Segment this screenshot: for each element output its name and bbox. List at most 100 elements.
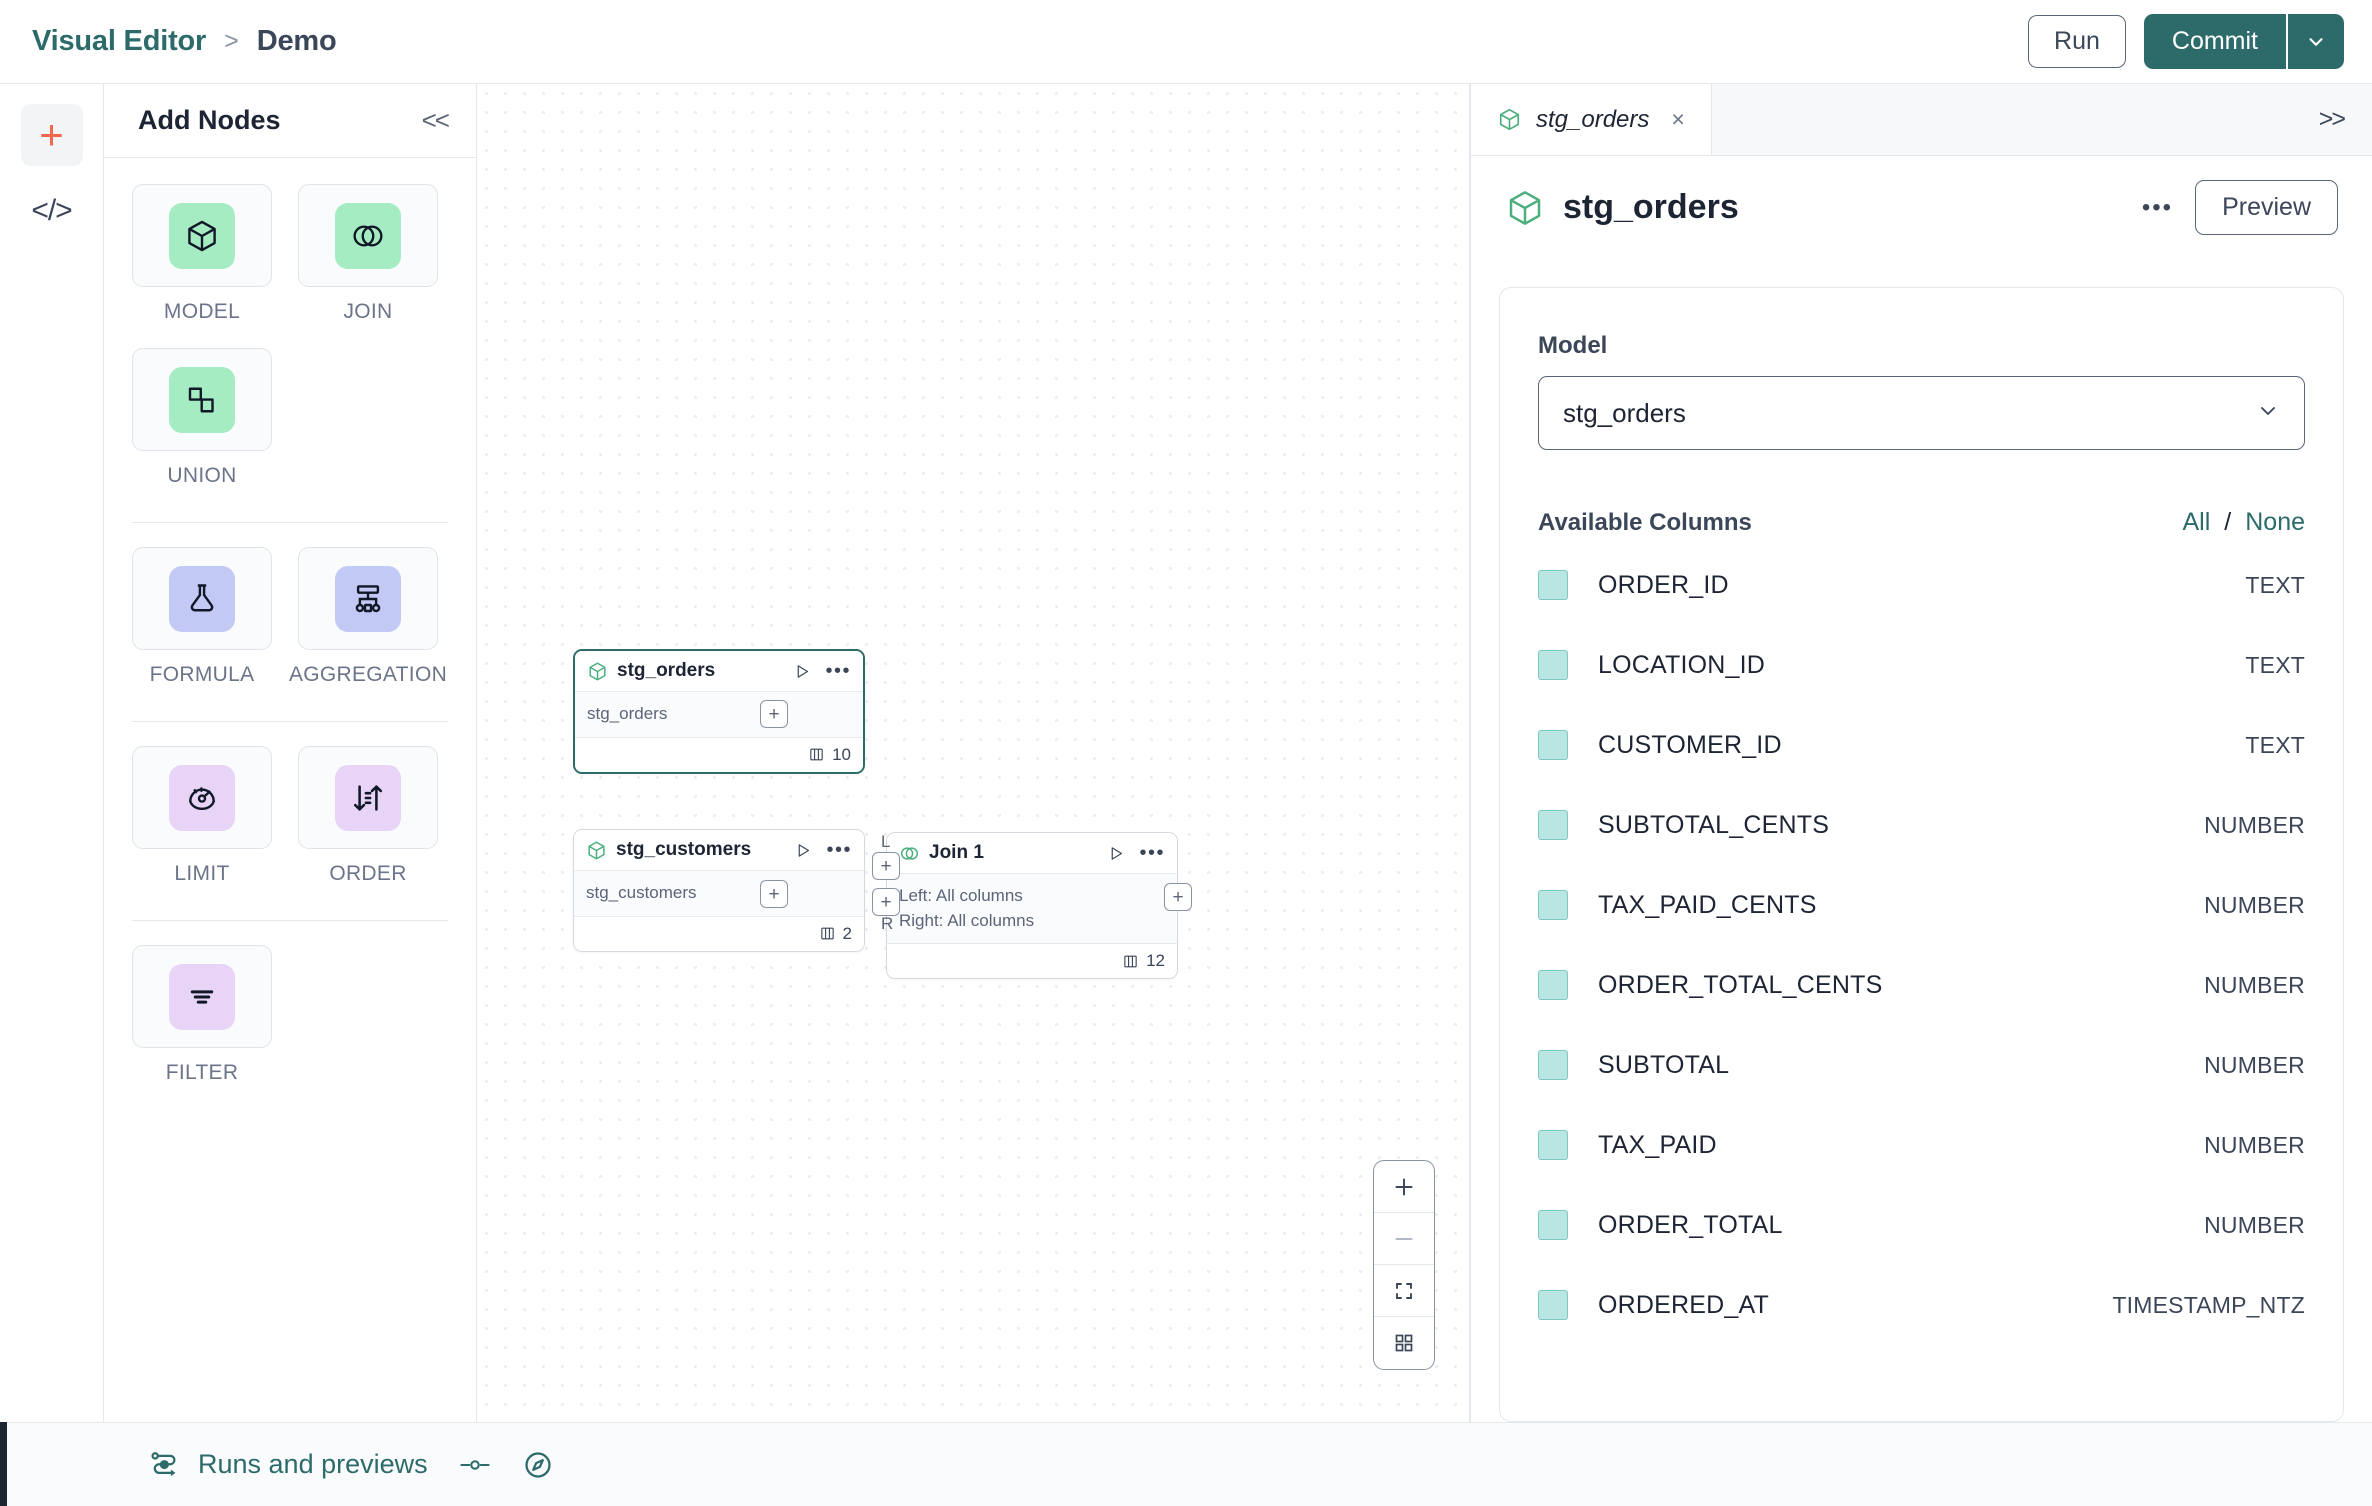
flow-canvas[interactable]: stg_orders ••• stg_orders 10 — [477, 84, 1470, 1422]
zoom-out-button[interactable] — [1374, 1213, 1434, 1265]
columns-icon — [820, 927, 834, 940]
slider-icon[interactable] — [458, 1452, 492, 1478]
output-port-join-1[interactable]: + — [1164, 883, 1192, 911]
column-row[interactable]: ORDER_TOTAL_CENTS NUMBER — [1538, 945, 2305, 1025]
column-row[interactable]: ORDER_TOTAL NUMBER — [1538, 1185, 2305, 1265]
column-checkbox[interactable] — [1538, 1290, 1568, 1320]
panel-tab-label: stg_orders — [1536, 105, 1650, 133]
node-title: stg_customers — [616, 839, 752, 860]
node-chip — [335, 202, 401, 269]
column-checkbox[interactable] — [1538, 1050, 1568, 1080]
select-all-link[interactable]: All — [2182, 508, 2211, 536]
node-run-button[interactable] — [795, 842, 812, 859]
plus-icon: + — [39, 111, 64, 158]
panel-tab-stg-orders[interactable]: stg_orders × — [1471, 84, 1712, 155]
node-menu-button[interactable]: ••• — [826, 839, 852, 861]
add-nodes-header: Add Nodes << — [104, 84, 476, 158]
column-checkbox[interactable] — [1538, 1130, 1568, 1160]
commit-dropdown-button[interactable] — [2286, 14, 2344, 69]
node-header: Join 1 ••• — [887, 833, 1177, 874]
zoom-in-button[interactable] — [1374, 1161, 1434, 1213]
column-name: ORDER_TOTAL — [1598, 1210, 1783, 1239]
column-type: TIMESTAMP_NTZ — [2112, 1291, 2305, 1318]
column-checkbox[interactable] — [1538, 570, 1568, 600]
column-type: NUMBER — [2204, 891, 2305, 918]
node-run-button[interactable] — [1108, 845, 1125, 862]
commit-button[interactable]: Commit — [2143, 14, 2286, 69]
compass-icon[interactable] — [522, 1449, 554, 1481]
node-type-label: ORDER — [329, 862, 407, 885]
node-footer: 12 — [887, 944, 1177, 979]
output-port-stg-customers[interactable]: + — [760, 880, 788, 908]
join-input-port-left[interactable]: + — [872, 852, 900, 880]
column-checkbox[interactable] — [1538, 890, 1568, 920]
rail-code-button[interactable]: </> — [21, 180, 83, 242]
model-config-card: Model stg_orders Available Columns All /… — [1499, 287, 2344, 1422]
node-type-filter[interactable]: FILTER — [132, 945, 272, 1085]
node-type-model[interactable]: MODEL — [132, 184, 272, 324]
column-row[interactable]: ORDERED_AT TIMESTAMP_NTZ — [1538, 1265, 2305, 1345]
main-body: + </> Add Nodes << — [0, 84, 2372, 1422]
close-icon[interactable]: × — [1671, 106, 1685, 132]
available-columns-list: ORDER_ID TEXT LOCATION_ID TEXT CUSTOMER_… — [1538, 545, 2305, 1345]
node-type-formula[interactable]: FORMULA — [132, 547, 272, 687]
fit-view-button[interactable] — [1374, 1265, 1434, 1317]
panel-title-row: stg_orders ••• Preview — [1471, 156, 2372, 235]
breadcrumb-root[interactable]: Visual Editor — [32, 25, 207, 57]
node-type-aggregation[interactable]: AGGREGATION — [289, 547, 447, 687]
minimap-button[interactable] — [1374, 1317, 1434, 1369]
node-column-count: 12 — [1146, 951, 1165, 971]
node-run-button[interactable] — [794, 663, 811, 680]
breadcrumb-leaf[interactable]: Demo — [256, 25, 337, 57]
column-checkbox[interactable] — [1538, 730, 1568, 760]
node-group-filter: FILTER — [132, 945, 448, 1109]
column-checkbox[interactable] — [1538, 970, 1568, 1000]
node-type-order[interactable]: ORDER — [298, 746, 438, 886]
node-header: stg_orders ••• — [575, 651, 863, 692]
collapse-panel-icon[interactable]: << — [421, 105, 450, 135]
node-chip — [169, 366, 235, 433]
join-input-port-right[interactable]: + — [872, 888, 900, 916]
node-type-join[interactable]: JOIN — [298, 184, 438, 324]
column-checkbox[interactable] — [1538, 1210, 1568, 1240]
node-menu-button[interactable]: ••• — [825, 660, 851, 682]
node-type-union[interactable]: UNION — [132, 348, 272, 488]
column-row[interactable]: LOCATION_ID TEXT — [1538, 625, 2305, 705]
node-menu-button[interactable]: ••• — [1139, 842, 1165, 864]
canvas-node-stg-orders[interactable]: stg_orders ••• stg_orders 10 — [573, 649, 865, 774]
column-name: SUBTOTAL — [1598, 1050, 1730, 1079]
node-body: stg_customers — [574, 871, 864, 917]
panel-menu-button[interactable]: ••• — [2141, 193, 2174, 221]
fit-screen-icon — [1396, 1282, 1412, 1299]
column-row[interactable]: TAX_PAID NUMBER — [1538, 1105, 2305, 1185]
runs-and-previews-button[interactable]: Runs and previews — [148, 1449, 428, 1480]
preview-button[interactable]: Preview — [2195, 180, 2338, 235]
column-row[interactable]: TAX_PAID_CENTS NUMBER — [1538, 865, 2305, 945]
rail-add-button[interactable]: + — [20, 104, 83, 166]
model-select[interactable]: stg_orders — [1538, 376, 2305, 450]
tabstrip-spacer — [1712, 84, 2291, 155]
column-checkbox[interactable] — [1538, 810, 1568, 840]
column-type: TEXT — [2245, 731, 2305, 758]
column-row[interactable]: SUBTOTAL NUMBER — [1538, 1025, 2305, 1105]
canvas-node-stg-customers[interactable]: stg_customers ••• stg_customers 2 — [573, 829, 865, 952]
add-nodes-list: MODEL JOIN — [104, 158, 476, 1109]
column-row[interactable]: SUBTOTAL_CENTS NUMBER — [1538, 785, 2305, 865]
select-none-link[interactable]: None — [2245, 508, 2305, 536]
run-button[interactable]: Run — [2028, 15, 2126, 68]
output-port-stg-orders[interactable]: + — [760, 700, 788, 728]
filter-icon — [190, 989, 214, 1004]
column-type: TEXT — [2245, 651, 2305, 678]
node-body-text: stg_orders — [587, 704, 668, 723]
gauge-icon — [189, 786, 215, 810]
node-type-limit[interactable]: LIMIT — [132, 746, 272, 886]
column-checkbox[interactable] — [1538, 650, 1568, 680]
expand-panel-icon[interactable]: >> — [2318, 105, 2346, 133]
grid-icon — [1395, 1334, 1413, 1352]
canvas-node-join-1[interactable]: Join 1 ••• Left: All columns Right: All … — [886, 832, 1178, 980]
venn-icon — [353, 225, 383, 246]
column-row[interactable]: ORDER_ID TEXT — [1538, 545, 2305, 625]
divider — [132, 920, 448, 921]
column-row[interactable]: CUSTOMER_ID TEXT — [1538, 705, 2305, 785]
